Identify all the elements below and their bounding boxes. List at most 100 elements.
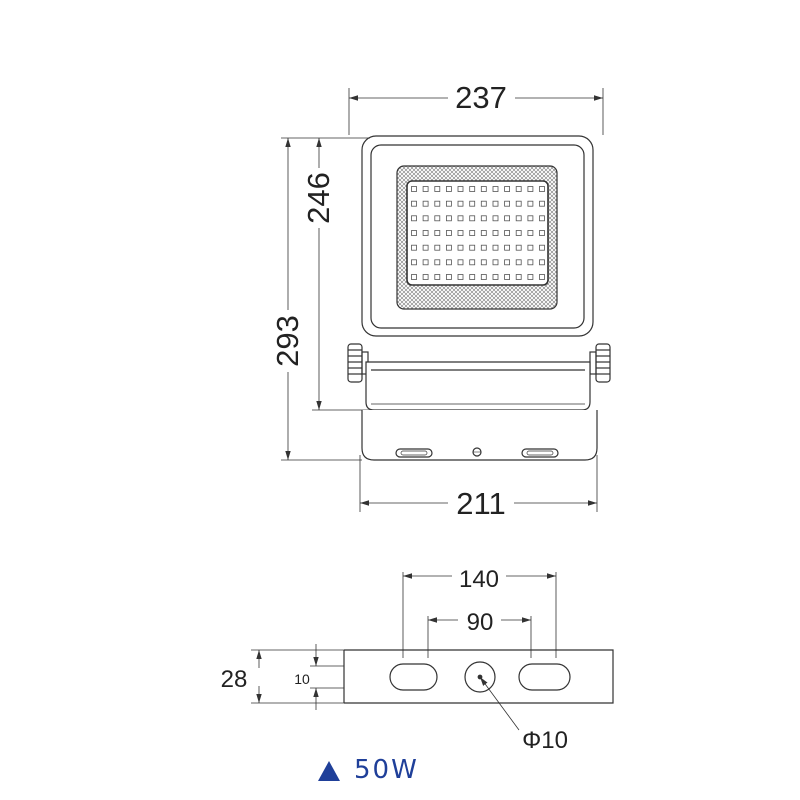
led-chip	[539, 274, 545, 280]
outer-spacing-dimension	[402, 572, 557, 658]
led-chip	[515, 200, 522, 207]
led-chip	[539, 186, 545, 192]
led-chip	[492, 200, 499, 207]
led-chip	[445, 244, 452, 251]
led-chip	[527, 259, 534, 266]
led-chip	[515, 259, 522, 266]
panel-height-dim-label: 246	[301, 172, 336, 224]
led-array	[411, 186, 545, 280]
led-chip	[411, 259, 417, 266]
led-chip	[457, 259, 464, 266]
led-chip	[469, 259, 476, 266]
mount-slot-right	[521, 448, 559, 458]
led-chip	[457, 230, 464, 236]
led-chip	[527, 230, 534, 236]
led-chip	[445, 215, 452, 222]
led-chip	[492, 274, 499, 280]
bracket-plate	[344, 649, 614, 704]
right-knob	[589, 343, 611, 383]
led-chip	[527, 186, 534, 192]
led-chip	[469, 244, 476, 251]
led-chip	[539, 259, 545, 266]
led-chip	[457, 186, 464, 192]
led-chip	[422, 274, 429, 280]
led-chip	[504, 215, 511, 222]
width-dim-label: 237	[455, 80, 507, 115]
led-chip	[480, 200, 487, 207]
led-chip	[480, 274, 487, 280]
power-rating: 50W	[318, 755, 419, 785]
led-chip	[504, 230, 511, 236]
led-chip	[422, 244, 429, 251]
led-chip	[492, 230, 499, 236]
led-chip	[445, 186, 452, 192]
led-chip	[422, 186, 429, 192]
led-chip	[469, 200, 476, 207]
bracket-center-hole	[464, 661, 496, 693]
mount-slot-left	[395, 448, 433, 458]
led-chip	[457, 200, 464, 207]
bracket-height-dim-label: 28	[221, 666, 248, 693]
led-window	[406, 180, 549, 286]
led-chip	[515, 244, 522, 251]
led-chip	[480, 259, 487, 266]
led-chip	[422, 215, 429, 222]
led-chip	[480, 244, 487, 251]
left-knob	[347, 343, 369, 383]
led-chip	[434, 274, 441, 280]
led-chip	[515, 230, 522, 236]
power-rating-label: 50W	[354, 755, 419, 785]
led-chip	[480, 186, 487, 192]
bracket-height-dimension	[251, 649, 344, 704]
led-chip	[480, 215, 487, 222]
led-chip	[434, 215, 441, 222]
led-chip	[480, 230, 487, 236]
bracket-width-dim-label: 211	[456, 486, 505, 521]
led-chip	[539, 230, 545, 236]
led-chip	[539, 215, 545, 222]
inner-spacing-dim-label: 90	[467, 609, 494, 636]
led-chip	[469, 215, 476, 222]
led-chip	[434, 259, 441, 266]
led-chip	[492, 244, 499, 251]
led-chip	[457, 274, 464, 280]
led-chip	[445, 230, 452, 236]
led-chip	[515, 274, 522, 280]
led-chip	[539, 244, 545, 251]
panel-height-dimension	[312, 137, 370, 411]
bracket-slot-right	[518, 663, 571, 691]
led-chip	[469, 230, 476, 236]
led-chip	[434, 230, 441, 236]
led-chip	[515, 215, 522, 222]
yoke-arm	[365, 361, 591, 411]
led-chip	[527, 200, 534, 207]
center-hole-dim-label: Φ10	[522, 727, 568, 754]
led-chip	[411, 215, 417, 222]
hole-leader	[479, 676, 520, 731]
led-chip	[411, 244, 417, 251]
led-chip	[445, 274, 452, 280]
led-chip	[434, 200, 441, 207]
led-chip	[434, 244, 441, 251]
bracket-width-dimension	[359, 455, 598, 512]
slot-height-dim-label: 10	[294, 671, 310, 687]
led-chip	[527, 244, 534, 251]
led-chip	[411, 274, 417, 280]
led-chip	[515, 186, 522, 192]
led-chip	[422, 259, 429, 266]
triangle-icon	[318, 761, 340, 781]
led-chip	[445, 200, 452, 207]
bracket-slot-left	[389, 663, 438, 691]
led-chip	[411, 230, 417, 236]
total-height-dimension	[281, 137, 362, 461]
led-chip	[492, 186, 499, 192]
led-chip	[504, 274, 511, 280]
led-chip	[504, 244, 511, 251]
led-chip	[457, 215, 464, 222]
led-chip	[539, 200, 545, 207]
led-chip	[422, 230, 429, 236]
led-chip	[504, 186, 511, 192]
led-chip	[434, 186, 441, 192]
led-chip	[445, 259, 452, 266]
